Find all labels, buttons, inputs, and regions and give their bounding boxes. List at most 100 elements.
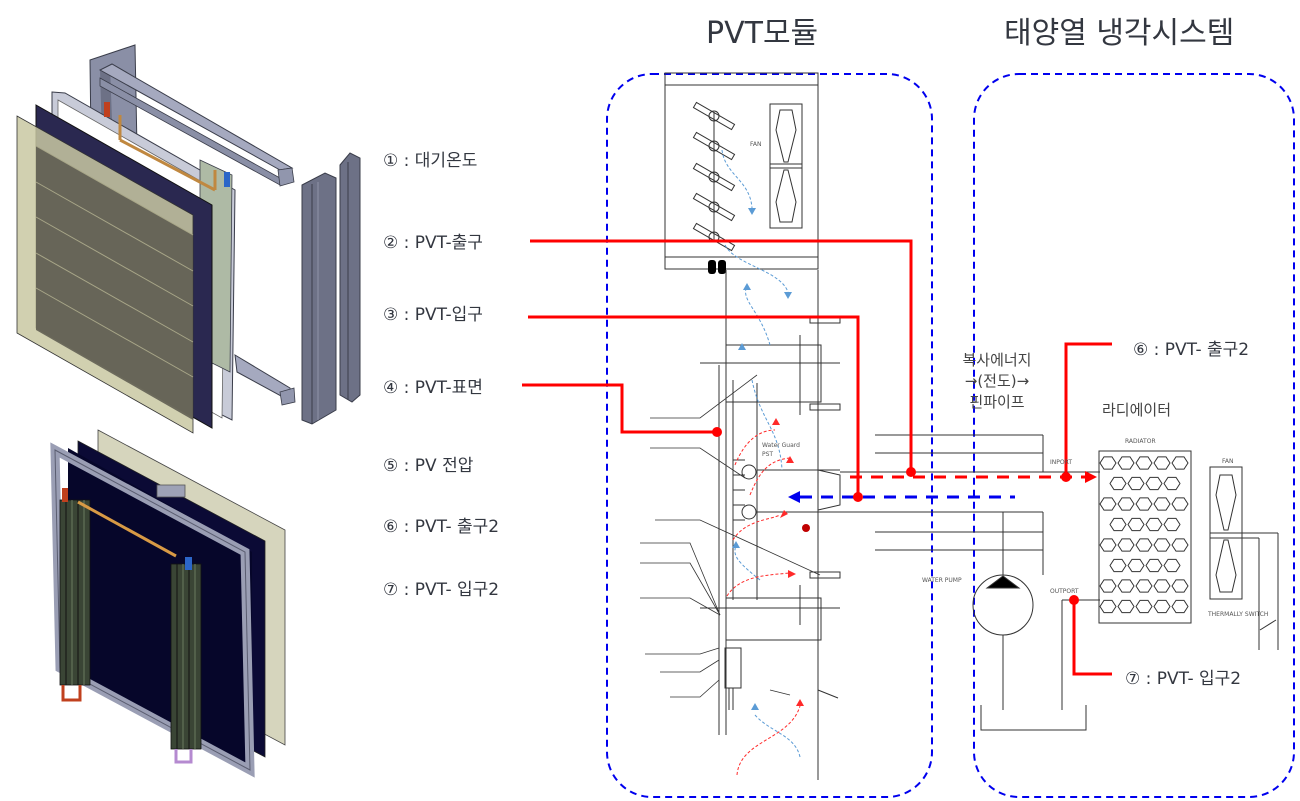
hot-water-flow-arrow [850,471,1097,483]
fin-pipe-right [170,557,202,764]
radiator-icon [1098,450,1192,624]
radiator-cell [1145,558,1163,573]
air-flow-red-heads [772,418,804,706]
legend-item-7: ⑦ : PVT- 입구2 [383,575,499,600]
curtain-wall-section [700,270,841,780]
radiator-cell [1145,517,1163,532]
legend-text: : PVT-입구 [403,305,483,325]
water-pump-icon [972,512,1100,731]
legend-text: : PVT- 입구2 [403,580,500,600]
louver-fan-unit [664,72,819,270]
radiator-cell [1127,517,1145,532]
legend-num: ② [383,233,399,253]
legend-text: : 대기온도 [403,151,478,171]
radiator-cell [1127,476,1145,491]
legend-item-6: ⑥ : PVT- 출구2 [383,512,499,537]
radiator-cell [1163,517,1181,532]
red-marker-dot [802,524,810,532]
radiator-cell [1171,599,1189,614]
inport-label: INPORT [1050,459,1072,466]
legend-text: : PVT-출구 [403,233,483,253]
fin-pipe-left [59,488,91,702]
air-flow-blue-heads [732,208,792,710]
solar-cooling-title: 태양열 냉각시스템 [1004,16,1235,51]
radiator-cell [1153,579,1171,593]
radiator-cell [1117,538,1135,552]
pvt-assembled-render [50,429,286,778]
legend-num: ⑦ [383,580,399,600]
legend-text: : PVT- 출구2 [403,517,500,537]
legend-num: ④ [383,378,399,398]
vertical-profiles [301,152,361,425]
air-flow-red [726,429,801,776]
radiator-cell [1171,579,1189,593]
radiator-cell [1153,497,1171,511]
radiator-cell [1135,579,1153,593]
radiator-cell [1163,476,1181,491]
radiator-cell [1099,579,1117,593]
legend-num: ⑤ [383,456,399,476]
legend-num: ① [383,151,399,171]
energy-transfer-note: 복사에너지 →(전도)→ 핀파이프 [957,350,1037,413]
radiator-cell [1171,538,1189,552]
radiator-label: 라디에이터 [1102,401,1172,419]
radiator-cell [1171,497,1189,511]
fan-label-right: FAN [1222,458,1234,465]
sensor-lines [522,239,1112,676]
sensor-line-inlet [528,315,860,497]
transfer-line-3: 핀파이프 [969,393,1025,411]
legend-item-2: ② : PVT-출구 [383,228,483,253]
sensor-line-outlet2 [1064,342,1112,477]
radiator-cell [1117,599,1135,614]
legend-item-5: ⑤ : PV 전압 [383,451,473,476]
radiator-cell [1145,476,1163,491]
pst-label: PST [762,451,773,458]
radiator-cell [1099,538,1117,552]
radiator-cell [1117,497,1135,511]
radiator-cell [1099,599,1117,614]
radiator-cell [1099,497,1117,511]
legend-item-1: ① : 대기온도 [383,146,477,171]
sensor-line-outlet [530,239,913,472]
fin-pipe-section-icons [733,459,757,521]
sensor-line-inlet2 [1072,600,1112,676]
radiator-fan-icon [1209,466,1279,650]
cold-water-flow-arrow [788,491,1015,503]
radiator-cell [1117,579,1135,593]
radiator-cell [1109,517,1127,532]
radiator-drawing-label: RADIATOR [1125,438,1156,445]
radiator-cell [1099,456,1117,470]
fan-label-top: FAN [750,141,762,148]
fin-pipe-lines [840,434,1100,575]
radiator-cell [1135,538,1153,552]
radiator-cell [1153,456,1171,470]
legend-text: : PV 전압 [403,456,474,476]
frame-rail-bottom [234,354,296,406]
leader-lines [640,374,821,698]
water-guard-label: Water Guard [762,442,800,449]
radiator-cell [1163,558,1181,573]
transfer-line-2: →(전도)→ [964,372,1030,390]
transfer-line-1: 복사에너지 [962,351,1032,369]
fan-icon [769,103,803,229]
legend-text: : PVT-표면 [403,378,483,398]
callout-inlet2: ⑦ : PVT- 입구2 [1125,669,1242,689]
cover-glass [16,115,194,434]
legend-num: ⑥ [383,517,399,537]
motor-icon [708,260,726,274]
radiator-cell [1153,599,1171,614]
radiator-cell [1135,599,1153,614]
radiator-cell [1135,497,1153,511]
legend-num: ③ [383,305,399,325]
radiator-cell [1109,476,1127,491]
radiator-cell [1153,538,1171,552]
water-pump-label: WATER PUMP [922,577,962,584]
radiator-cell [1135,456,1153,470]
legend-item-3: ③ : PVT-입구 [383,300,483,325]
callout-outlet2: ⑥ : PVT- 출구2 [1133,340,1250,360]
legend-item-4: ④ : PVT-표면 [383,373,483,398]
radiator-cell [1109,558,1127,573]
radiator-cell [1171,456,1189,470]
sensor-points [712,427,1079,605]
